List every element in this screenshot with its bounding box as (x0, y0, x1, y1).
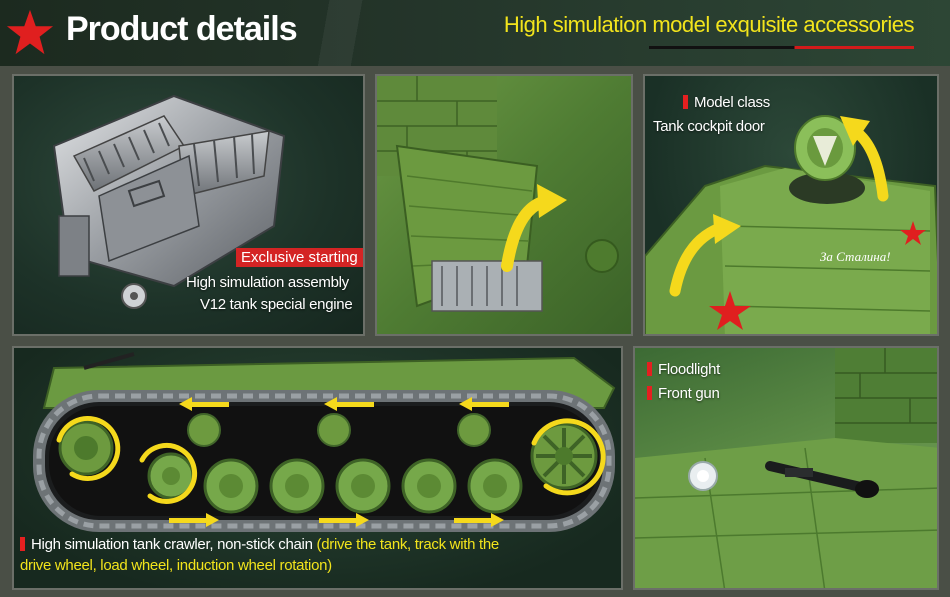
cockpit-caption-line2: Tank cockpit door (653, 118, 765, 135)
crawler-caption-main: High simulation tank crawler, non-stick … (31, 536, 313, 553)
bullet-marker (647, 386, 652, 400)
page-subtitle: High simulation model exquisite accessor… (503, 12, 915, 37)
header-banner: Product details High simulation model ex… (0, 0, 950, 66)
floodlight-text: Floodlight (658, 361, 721, 378)
model-class-label: Model class (694, 94, 770, 111)
crawler-caption: High simulation tank crawler, non-stick … (20, 534, 610, 576)
turret-slogan: За Сталина! (820, 249, 891, 264)
engine-hatch-image (377, 76, 619, 312)
header-decor-stripe (290, 0, 410, 66)
floodlight-label: Floodlight (647, 361, 720, 378)
engine-caption-line1: High simulation assembly (186, 274, 349, 291)
v12-engine-image (52, 94, 286, 309)
subtitle-underline (649, 46, 914, 49)
page-title: Product details (66, 10, 298, 48)
engine-hatch-panel (375, 74, 633, 336)
floodlight-gun-image (635, 348, 937, 588)
tank-crawler-image (33, 352, 616, 532)
engine-caption-line2: V12 tank special engine (200, 296, 353, 313)
bullet-marker (647, 362, 652, 376)
bullet-marker (683, 95, 688, 109)
engine-panel: Exclusive starting High simulation assem… (12, 74, 365, 336)
cockpit-door-image: За Сталина! (645, 115, 937, 334)
crawler-panel (12, 346, 623, 590)
crawler-caption-detail: (drive the tank, track with the (316, 536, 500, 553)
red-star-icon (6, 9, 54, 55)
crawler-caption-detail2: drive wheel, load wheel, induction wheel… (20, 557, 332, 574)
front-gun-label: Front gun (647, 385, 720, 402)
cockpit-caption-line1: Model class (683, 94, 770, 111)
gun-panel: Floodlight Front gun (633, 346, 939, 590)
exclusive-tag: Exclusive starting (236, 248, 363, 267)
cockpit-panel: За Сталина! Model class Tank cockpit doo… (643, 74, 939, 336)
front-gun-text: Front gun (658, 385, 720, 402)
bullet-marker (20, 537, 25, 551)
